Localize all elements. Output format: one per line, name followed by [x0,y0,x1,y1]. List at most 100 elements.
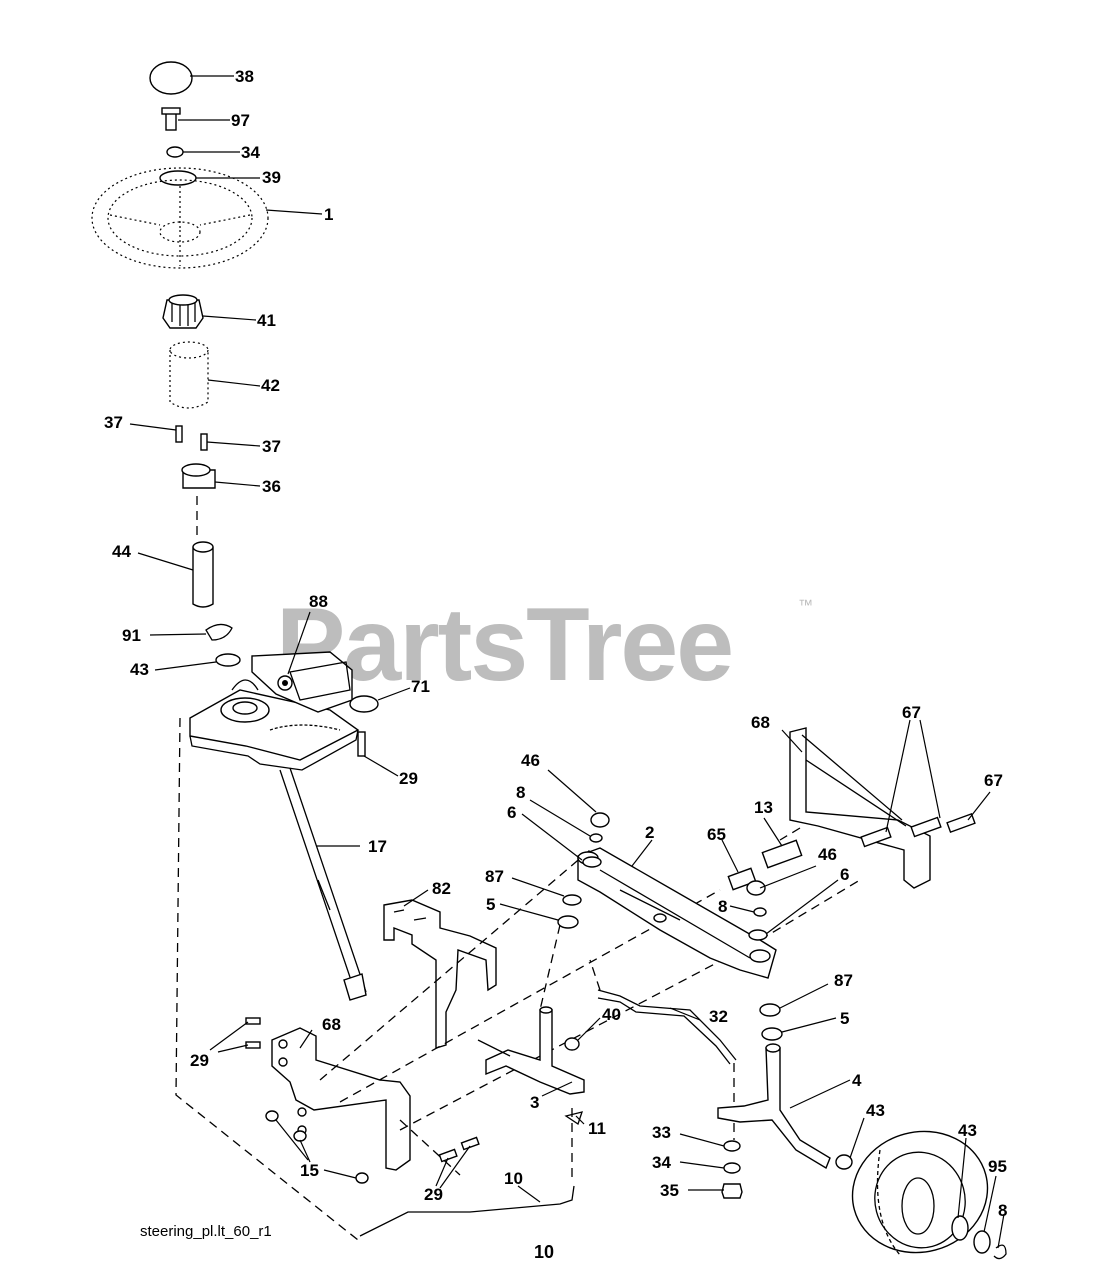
watermark-trademark: ™ [798,597,813,614]
part-43-washer-upper [215,653,241,667]
part-4-spindle-right [717,1043,831,1170]
part-5-washer-a [557,915,579,929]
callout-37-right: 37 [262,437,281,456]
part-41-adapter [162,294,204,329]
part-29-bolt-d [460,1136,480,1151]
part-67-bolt-c [946,812,976,834]
part-10-rod [359,1185,575,1237]
callout-1: 1 [324,205,333,224]
callout-37-left: 37 [104,413,123,432]
callout-46-lower: 46 [818,845,837,864]
callout-11: 11 [588,1119,606,1138]
callout-82: 82 [432,879,451,898]
callout-87-upper: 87 [485,867,504,886]
part-91-clip [205,623,233,641]
part-42-sleeve [169,341,209,409]
parts-tree-watermark: PartsTree ™ [276,587,813,703]
part-5-washer-b [761,1027,783,1041]
part-37-screw-right [200,433,208,451]
part-43-washer-spindle [835,1154,853,1170]
callout-10: 10 [504,1169,523,1188]
callout-46-upper: 46 [521,751,540,770]
callout-36: 36 [262,477,281,496]
callout-6-upper: 6 [507,803,516,822]
part-43-washer-wheel [951,1215,969,1241]
part-37-screw-left [175,425,183,443]
part-87-washer-a [562,894,582,906]
callout-8-upper: 8 [516,783,525,802]
left-frame-outline [175,717,359,1241]
page-number: 10 [534,1242,554,1262]
callout-39: 39 [262,168,281,187]
callout-34-lower: 34 [652,1153,671,1172]
callout-3: 3 [530,1093,539,1112]
part-2-front-axle [577,847,777,979]
callout-67-top: 67 [902,703,921,722]
callout-68-left: 68 [322,1015,341,1034]
part-34-washer-lower [723,1162,741,1174]
callout-13: 13 [754,798,773,817]
part-39-insert [159,170,197,186]
part-82-frame-plate [383,899,497,1049]
callout-17: 17 [368,837,387,856]
callout-68-right: 68 [751,713,770,732]
part-35-nut [721,1183,743,1199]
diagram-code: steering_pl.lt_60_r1 [140,1223,272,1240]
part-6-washer-b [748,929,768,941]
callout-44: 44 [112,542,131,561]
part-36-column-bracket [181,463,216,489]
callout-88: 88 [309,592,328,611]
part-95-washer [973,1230,991,1254]
part-40-nut [564,1037,580,1051]
callout-2: 2 [645,823,654,842]
part-6-washer-a [582,856,602,868]
part-46-cap-lower [746,880,766,896]
callout-43-spindle: 43 [866,1101,885,1120]
callout-labels: 38 97 34 39 1 41 42 37 37 36 44 88 91 43… [104,67,1007,1220]
part-3-spindle-left [477,1006,585,1095]
part-33-washer [723,1140,741,1152]
part-17-drag-link [279,767,367,1001]
callout-87-lower: 87 [834,971,853,990]
part-29-bolt-upper [357,731,366,757]
callout-65: 65 [707,825,726,844]
callout-71: 71 [411,677,430,696]
part-29-bolt-c [438,1148,458,1163]
callout-8-wheel: 8 [998,1201,1007,1220]
callout-4: 4 [852,1071,862,1090]
part-87-washer-b [759,1003,781,1017]
part-46-cap-upper [590,812,610,828]
callout-38: 38 [235,67,254,86]
callout-41: 41 [257,311,276,330]
callout-15: 15 [300,1161,319,1180]
callout-32: 32 [709,1007,728,1026]
part-8-fitting-a [589,833,603,843]
callout-leader-lines [129,75,1005,1249]
part-8-clip-wheel [993,1244,1007,1260]
callout-5-upper: 5 [486,895,495,914]
callout-43-upper: 43 [130,660,149,679]
part-65-spacer [727,867,757,891]
callout-29-lower: 29 [424,1185,443,1204]
callout-42: 42 [261,376,280,395]
part-1-steering-wheel [91,167,269,269]
callout-6-lower: 6 [840,865,849,884]
part-13-pivot-tube [761,839,803,869]
part-29-bolt-b [245,1041,261,1049]
callout-29-left: 29 [190,1051,209,1070]
part-15-screw-a [265,1110,279,1122]
part-15-screw-c [355,1172,369,1184]
part-15-screw-b [293,1130,307,1142]
part-34-washer [166,146,184,158]
callout-95: 95 [988,1157,1007,1176]
part-44-steering-shaft [192,541,214,608]
steering-gear-box [189,651,379,771]
callout-8-middle: 8 [718,897,727,916]
callout-40: 40 [602,1005,621,1024]
callout-67-right: 67 [984,771,1003,790]
callout-91: 91 [122,626,141,645]
part-29-bolt-a [245,1017,261,1025]
part-97-bolt-head [161,107,181,115]
part-68-bracket-right [789,727,931,889]
